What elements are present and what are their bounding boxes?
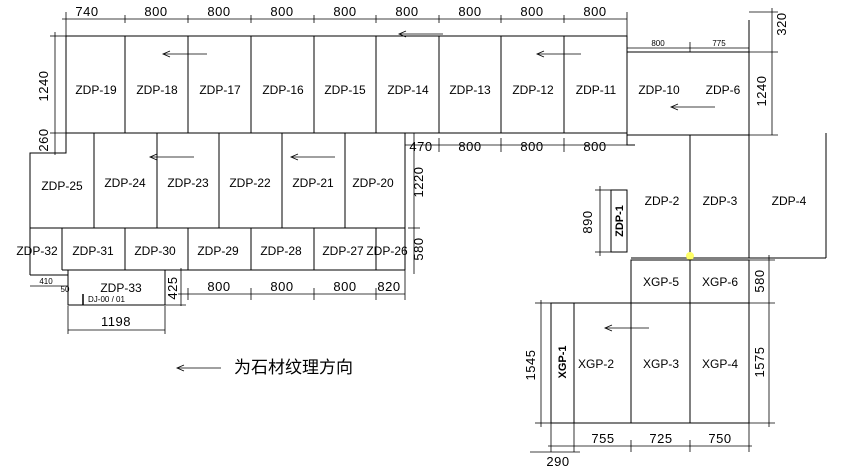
panel-zdp-10: ZDP-10 [638, 83, 680, 97]
panel-zdp-3: ZDP-3 [703, 194, 738, 208]
panel-zdp-18: ZDP-18 [136, 83, 178, 97]
dim-top-4: 800 [270, 4, 293, 19]
panel-zdp-21: ZDP-21 [292, 176, 334, 190]
panel-zdp-4: ZDP-4 [772, 194, 807, 208]
dim-center-1220: 1220 [411, 167, 426, 198]
panel-zdp-12: ZDP-12 [512, 83, 554, 97]
dim-bot-800-a: 800 [207, 279, 230, 294]
dim-top-3: 800 [207, 4, 230, 19]
panel-xgp-5: XGP-5 [643, 275, 679, 289]
panel-zdp-17: ZDP-17 [199, 83, 241, 97]
grain-arrow-xgp [603, 324, 649, 332]
dim-left-1240: 1240 [36, 71, 51, 102]
dim-top-6: 800 [395, 4, 418, 19]
dim-50: 50 [61, 285, 70, 294]
dim-bot-820: 820 [377, 279, 400, 294]
dim-top-1: 740 [75, 4, 98, 19]
panel-zdp-33: ZDP-33 [100, 281, 142, 295]
top-row-grid [65, 20, 750, 136]
right-upper-grid [610, 133, 827, 259]
dim-b750: 750 [708, 431, 731, 446]
panel-xgp-2: XGP-2 [578, 357, 614, 371]
dim-b755: 755 [591, 431, 614, 446]
panel-zdp-2: ZDP-2 [645, 194, 680, 208]
panel-xgp-6: XGP-6 [702, 275, 738, 289]
dim-mid-470: 470 [409, 139, 432, 154]
panel-zdp-31: ZDP-31 [72, 244, 114, 258]
panel-xgp-1: XGP-1 [557, 345, 569, 378]
lower-row-grid [29, 228, 405, 306]
grain-arrows-top [161, 30, 715, 111]
dim-right-580: 580 [752, 269, 767, 292]
panel-zdp-22: ZDP-22 [229, 176, 271, 190]
panel-zdp-30: ZDP-30 [134, 244, 176, 258]
dim-1198: 1198 [101, 314, 131, 329]
panel-zdp-23: ZDP-23 [167, 176, 209, 190]
panel-xgp-4: XGP-4 [702, 357, 738, 371]
dim-left-1545: 1545 [523, 350, 538, 381]
legend-text: 为石材纹理方向 [234, 358, 353, 378]
grain-arrows-middle [148, 153, 335, 161]
dim-bot-800-b: 800 [270, 279, 293, 294]
dim-top-9: 800 [583, 4, 606, 19]
panel-zdp-14: ZDP-14 [387, 83, 429, 97]
dim-right-320: 320 [774, 12, 789, 35]
dim-890: 890 [580, 210, 595, 233]
dim-top-7: 800 [458, 4, 481, 19]
panel-zdp-6: ZDP-6 [706, 83, 741, 97]
dim-425: 425 [165, 276, 180, 299]
panel-zdp-19: ZDP-19 [75, 83, 117, 97]
panel-zdp-11: ZDP-11 [576, 83, 617, 97]
dim-center-580: 580 [411, 237, 426, 260]
dimension-lines [30, 8, 778, 453]
dim-top-2: 800 [144, 4, 167, 19]
dim-b725: 725 [649, 431, 672, 446]
panel-zdp-28: ZDP-28 [260, 244, 302, 258]
dim-top-8: 800 [520, 4, 543, 19]
panel-zdp-13: ZDP-13 [449, 83, 491, 97]
dim-mid-800-c: 800 [583, 139, 606, 154]
dim-410: 410 [39, 277, 53, 286]
panel-zdp-26: ZDP-26 [366, 244, 408, 258]
panel-zdp-16: ZDP-16 [262, 83, 304, 97]
panel-zdp-27: ZDP-27 [322, 244, 364, 258]
dim-top-5: 800 [333, 4, 356, 19]
dim-small-775: 775 [712, 39, 726, 48]
dim-left-260: 260 [36, 128, 51, 151]
panel-xgp-3: XGP-3 [643, 357, 679, 371]
panel-zdp-20: ZDP-20 [352, 176, 394, 190]
dim-bot-800-c: 800 [333, 279, 356, 294]
panel-zdp-1: ZDP-1 [614, 205, 626, 237]
dim-mid-800-b: 800 [520, 139, 543, 154]
dim-right-1575: 1575 [752, 347, 767, 378]
dj-label: DJ-00 / 01 [88, 295, 125, 304]
middle-row-grid [29, 133, 406, 270]
dim-small-800: 800 [651, 39, 665, 48]
dim-b290: 290 [546, 454, 569, 469]
panel-zdp-25: ZDP-25 [41, 179, 83, 193]
panel-zdp-29: ZDP-29 [197, 244, 239, 258]
marker-dot [686, 252, 694, 260]
legend: 为石材纹理方向 [175, 358, 353, 378]
dim-mid-800-a: 800 [458, 139, 481, 154]
panel-zdp-24: ZDP-24 [104, 176, 146, 190]
panel-zdp-15: ZDP-15 [324, 83, 366, 97]
panel-zdp-32: ZDP-32 [16, 244, 58, 258]
dim-right-1240: 1240 [754, 76, 769, 107]
xgp-large-grid [550, 302, 750, 424]
